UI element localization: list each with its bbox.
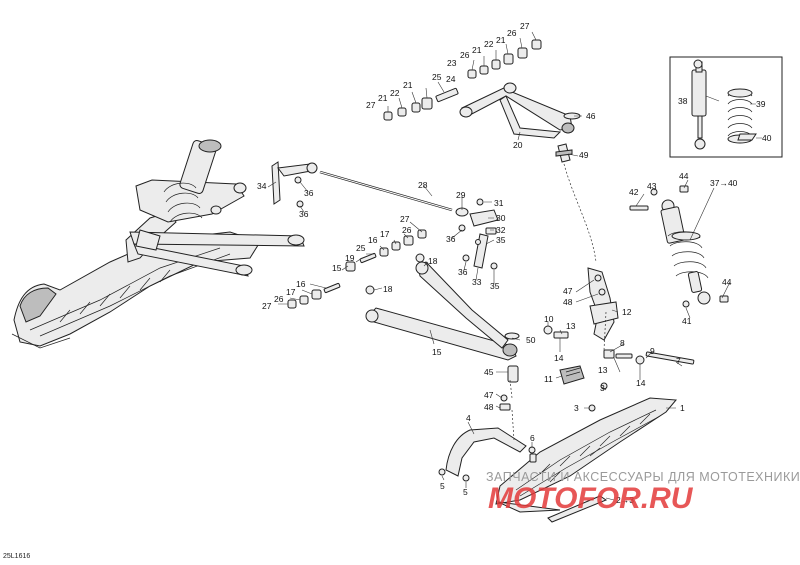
callout-c34: 36	[446, 234, 456, 244]
callout-c55: 48	[563, 297, 573, 307]
callout-c68: 47	[484, 390, 494, 400]
callout-c63: 13	[598, 365, 608, 375]
ski-group	[438, 397, 678, 523]
callout-c41: 17	[380, 229, 390, 239]
callout-c65: 45	[484, 367, 494, 377]
callout-c58: 13	[566, 321, 576, 331]
callout-c4: 22	[484, 39, 494, 49]
assembly-dash-lines	[509, 163, 607, 441]
callout-c71: 1	[680, 403, 685, 413]
watermark-logo-text: MOTOFOR.RU	[488, 482, 694, 515]
callout-c23: 43	[647, 181, 657, 191]
shock-absorber-assembly	[629, 185, 729, 308]
callout-c59: 14	[554, 353, 564, 363]
callout-c29: 28	[418, 180, 428, 190]
callout-c69: 48	[484, 402, 494, 412]
callout-c35: 35	[496, 235, 506, 245]
callout-c43: 25	[356, 243, 366, 253]
callout-c30: 29	[456, 190, 466, 200]
callout-c38: 35	[490, 281, 500, 291]
callout-c33: 32	[496, 225, 506, 235]
callout-c14: 46	[586, 111, 596, 121]
watermark-logo: MOTOFOR.RU	[488, 482, 694, 515]
shock-detail-box	[669, 56, 783, 158]
callout-c27: 36	[304, 188, 314, 198]
callout-c44: 19	[345, 253, 355, 263]
callout-c3: 21	[496, 35, 506, 45]
leader-lines	[267, 31, 762, 501]
callout-c76: 5	[463, 487, 468, 497]
callout-c75: 5	[440, 481, 445, 491]
callout-c62: 7	[676, 356, 681, 366]
callout-c53: 50	[526, 335, 536, 345]
callout-c61: 9	[650, 346, 655, 356]
callout-c25: 41	[682, 316, 692, 326]
callout-c10: 21	[403, 80, 413, 90]
callout-c70: 3	[574, 403, 579, 413]
callout-c42: 16	[368, 235, 378, 245]
callout-c9: 24	[446, 74, 456, 84]
callout-c52: 15	[432, 347, 442, 357]
callout-c31: 31	[494, 198, 504, 208]
callout-c32: 30	[496, 213, 506, 223]
callout-c54: 47	[563, 286, 573, 296]
callout-c19: 40	[762, 133, 772, 143]
callout-c11: 22	[390, 88, 400, 98]
upper-a-arm-group	[383, 39, 581, 163]
watermark-text: ЗАПЧАСТИ И АКСЕССУАРЫ ДЛЯ МОТОТЕХНИКИ	[486, 470, 800, 484]
callout-c20: 44	[679, 171, 689, 181]
callout-c72: 4	[466, 413, 471, 423]
callout-c74: 2→3	[616, 495, 634, 505]
callout-c22: 42	[629, 187, 639, 197]
callout-c67: 3	[600, 383, 605, 393]
callout-c7: 23	[447, 58, 457, 68]
callout-c36: 36	[458, 267, 468, 277]
callout-c46: 16	[296, 279, 306, 289]
callout-c2: 26	[507, 28, 517, 38]
detail-frame	[669, 56, 783, 158]
callout-c73: 6	[530, 433, 535, 443]
callout-c45: 15	[332, 263, 342, 273]
callout-c40: 26	[402, 225, 412, 235]
spindle-group	[499, 267, 695, 412]
assembled-ski-suspension	[11, 139, 305, 349]
callout-c47: 17	[286, 287, 296, 297]
callout-c16: 49	[579, 150, 589, 160]
callout-c1: 27	[520, 21, 530, 31]
callout-c26: 34	[257, 181, 267, 191]
callout-c18: 39	[756, 99, 766, 109]
callout-c17: 38	[678, 96, 688, 106]
callout-c49: 27	[262, 301, 272, 311]
callout-c60: 8	[620, 338, 625, 348]
callout-c28: 36	[299, 209, 309, 219]
callout-c57: 10	[544, 314, 554, 324]
callout-labels: 27 26 21 22 21 26 23 25 24 21 22 21 27 4…	[257, 21, 772, 505]
callout-c51: 18	[383, 284, 393, 294]
callout-c6: 26	[460, 50, 470, 60]
callout-c64: 14	[636, 378, 646, 388]
callout-c39: 27	[400, 214, 410, 224]
callout-c21: 37→40	[710, 178, 738, 188]
callout-c37: 33	[472, 277, 482, 287]
callout-c8: 25	[432, 72, 442, 82]
callout-c12: 21	[378, 93, 388, 103]
tie-rod-assembly	[271, 161, 499, 270]
callout-c15: 20	[513, 140, 523, 150]
callout-c50: 18	[428, 256, 438, 266]
callout-c24: 44	[722, 277, 732, 287]
callout-c13: 27	[366, 100, 376, 110]
callout-c56: 12	[622, 307, 632, 317]
callout-c5: 21	[472, 45, 482, 55]
callout-c66: 11	[544, 374, 553, 384]
callout-c48: 26	[274, 294, 284, 304]
diagram-code: 25L1616	[3, 553, 31, 560]
